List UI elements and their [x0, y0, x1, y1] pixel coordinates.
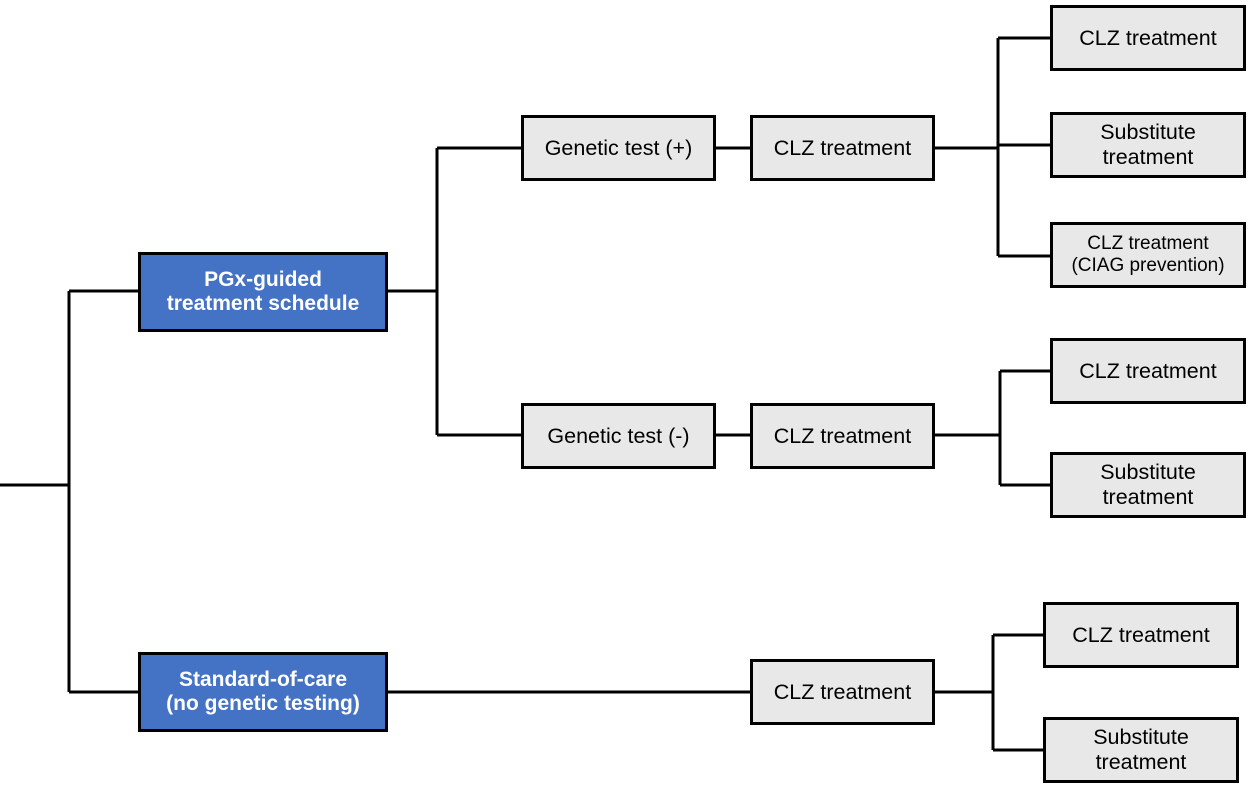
node-gtest-neg: Genetic test (-)	[521, 403, 716, 469]
node-gtest-pos: Genetic test (+)	[521, 115, 716, 181]
node-out-pos-1: CLZ treatment	[1050, 5, 1246, 71]
strategy-node-soc: Standard-of-care (no genetic testing)	[138, 652, 388, 732]
strategy-node-pgx: PGx-guided treatment schedule	[138, 252, 388, 332]
node-out-pos-3: CLZ treatment (CIAG prevention)	[1050, 222, 1246, 288]
node-out-soc-1: CLZ treatment	[1043, 602, 1239, 668]
node-out-pos-2: Substitute treatment	[1050, 112, 1246, 178]
node-clz-pos: CLZ treatment	[750, 115, 935, 181]
node-out-soc-2: Substitute treatment	[1043, 717, 1239, 783]
node-clz-neg: CLZ treatment	[750, 403, 935, 469]
node-clz-soc: CLZ treatment	[750, 659, 935, 725]
node-out-neg-1: CLZ treatment	[1050, 338, 1246, 404]
node-out-neg-2: Substitute treatment	[1050, 452, 1246, 518]
